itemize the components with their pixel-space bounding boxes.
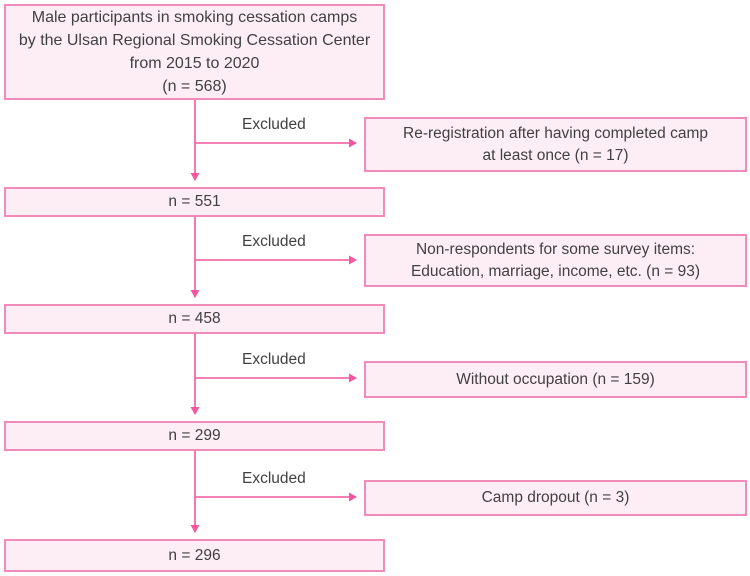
exclusion-box-line-1: Non-respondents for some survey items: (415, 240, 696, 258)
exclusion-box-reregistration: Re-registration after having completed c… (364, 117, 747, 172)
exclusion-box-line-2: at least once (n = 17) (482, 146, 629, 164)
exclusion-box-nonrespondents: Non-respondents for some survey items: E… (364, 234, 747, 287)
exclusion-box-line-1: Without occupation (n = 159) (456, 370, 655, 388)
start-box-line-1: Male participants in smoking cessation c… (31, 9, 358, 26)
step-box-label: n = 296 (168, 546, 221, 564)
step-box-n458: n = 458 (4, 304, 385, 334)
start-box-line-2: by the Ulsan Regional Smoking Cessation … (18, 32, 371, 49)
exclusion-box-camp-dropout: Camp dropout (n = 3) (364, 480, 747, 516)
exclusion-box-line-1: Re-registration after having completed c… (403, 124, 708, 142)
excluded-label-2: Excluded (242, 233, 306, 250)
start-box-line-4: (n = 568) (162, 78, 227, 95)
step-box-n296: n = 296 (4, 539, 385, 572)
step-box-label: n = 551 (168, 193, 221, 210)
step-box-n299: n = 299 (4, 421, 385, 451)
exclusion-box-without-occupation: Without occupation (n = 159) (364, 361, 747, 398)
start-box-line-3: from 2015 to 2020 (129, 55, 260, 72)
excluded-label-1: Excluded (242, 116, 306, 133)
excluded-label-3: Excluded (242, 351, 306, 368)
exclusion-box-line-1: Camp dropout (n = 3) (481, 489, 630, 506)
step-box-label: n = 458 (168, 310, 221, 327)
step-box-n551: n = 551 (4, 187, 385, 217)
excluded-label-4: Excluded (242, 470, 306, 487)
step-box-label: n = 299 (168, 427, 221, 444)
start-box: Male participants in smoking cessation c… (4, 4, 385, 100)
exclusion-box-line-2: Education, marriage, income, etc. (n = 9… (410, 262, 701, 280)
